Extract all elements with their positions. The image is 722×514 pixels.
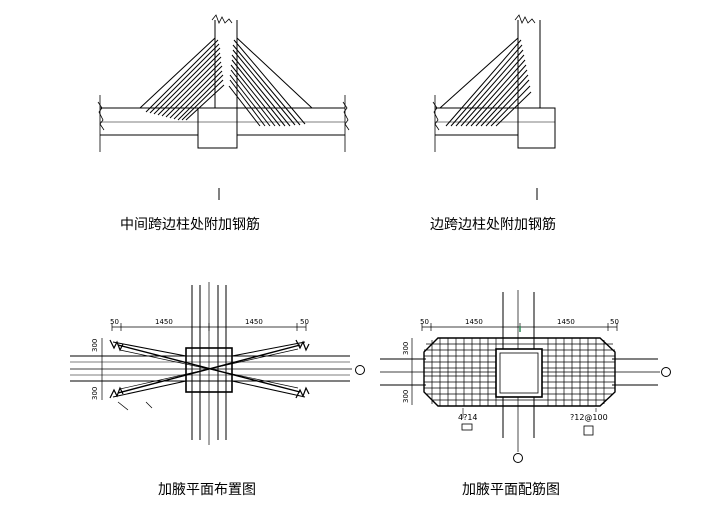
dim-1450-left: 1450 (155, 318, 173, 326)
detail-end-span (432, 14, 556, 200)
detail-middle-span (97, 14, 350, 200)
dim-300-bottom: 300 (402, 390, 410, 403)
dim-300-top: 300 (402, 342, 410, 355)
dim-1450-right: 1450 (557, 318, 575, 326)
dim-50-right: 50 (300, 318, 309, 326)
dim-50-right: 50 (610, 318, 619, 326)
plan-reinforcement (380, 290, 671, 463)
dim-50-left: 50 (420, 318, 429, 326)
caption-plan-layout: 加腋平面布置图 (158, 482, 256, 498)
dim-1450-right: 1450 (245, 318, 263, 326)
caption-middle-span: 中间跨边柱处附加钢筋 (120, 217, 260, 233)
rebar-label-stirrup: ?12@100 (570, 413, 608, 422)
caption-end-span: 边跨边柱处附加钢筋 (430, 217, 556, 233)
caption-plan-reinforcement: 加腋平面配筋图 (462, 482, 560, 498)
dim-300-bottom: 300 (91, 387, 99, 400)
dim-50-left: 50 (110, 318, 119, 326)
dim-1450-left: 1450 (465, 318, 483, 326)
dim-300-top: 300 (91, 339, 99, 352)
rebar-label-main: 4?14 (458, 413, 478, 422)
plan-layout (70, 282, 365, 445)
